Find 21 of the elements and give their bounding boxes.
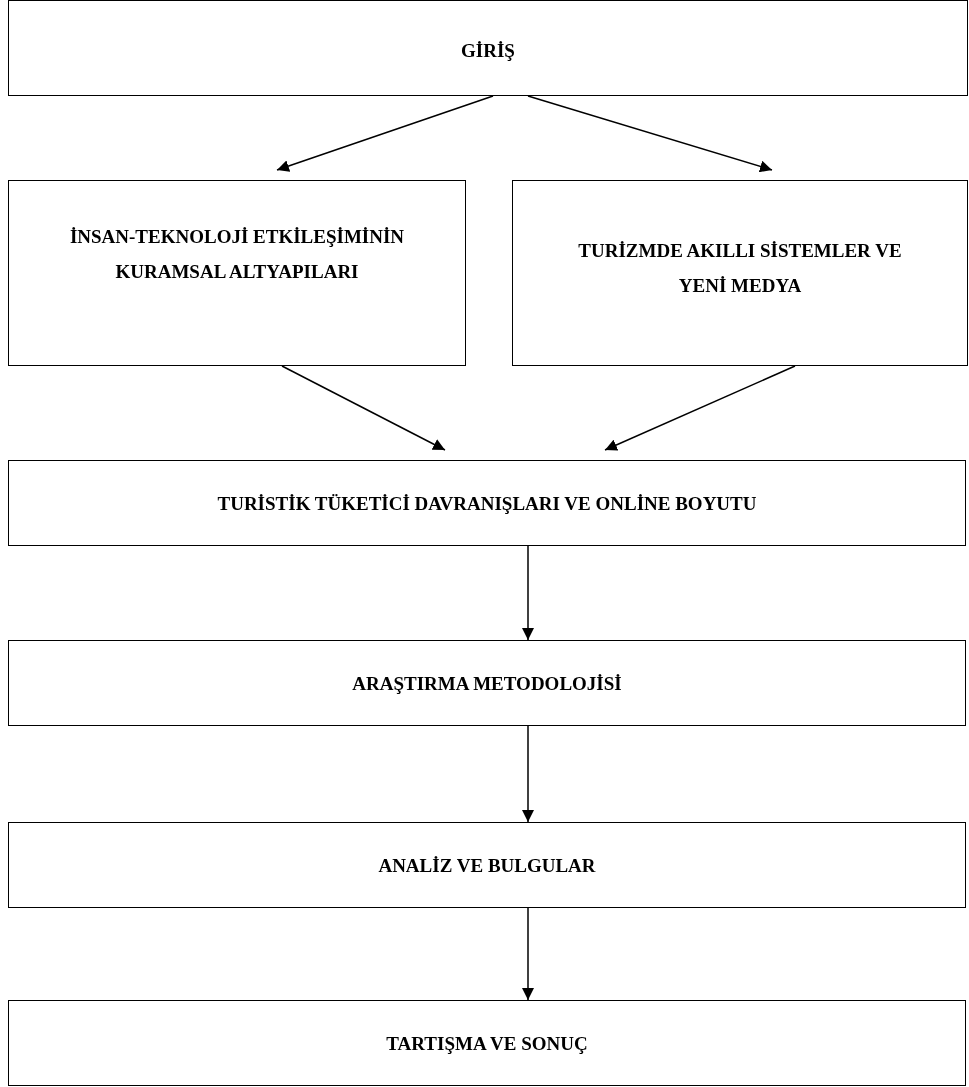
box-label: TURİSTİK TÜKETİCİ DAVRANIŞLARI VE ONLİNE BOYUTU	[216, 492, 758, 516]
box-label: TARTIŞMA VE SONUÇ	[385, 1032, 589, 1056]
box-label: GİRİŞ	[460, 39, 516, 63]
arrow	[522, 545, 534, 641]
process-box	[8, 822, 966, 908]
arrow	[604, 365, 796, 451]
arrow	[522, 725, 534, 823]
process-box	[8, 180, 466, 366]
process-box	[8, 640, 966, 726]
arrow	[522, 907, 534, 1001]
arrow	[276, 95, 494, 172]
box-label: İNSAN-TEKNOLOJİ ETKİLEŞİMİNİN KURAMSAL ALTYAPILARI	[68, 225, 406, 284]
box-label: ARAŞTIRMA METODOLOJİSİ	[351, 672, 623, 696]
process-box	[8, 1000, 966, 1086]
arrow	[527, 95, 773, 173]
process-box	[512, 180, 968, 366]
process-box	[8, 460, 966, 546]
process-box	[8, 0, 968, 96]
box-label: TURİZMDE AKILLI SİSTEMLER VE YENİ MEDYA	[577, 239, 903, 298]
box-label: ANALİZ VE BULGULAR	[377, 854, 597, 878]
arrow	[281, 365, 446, 451]
